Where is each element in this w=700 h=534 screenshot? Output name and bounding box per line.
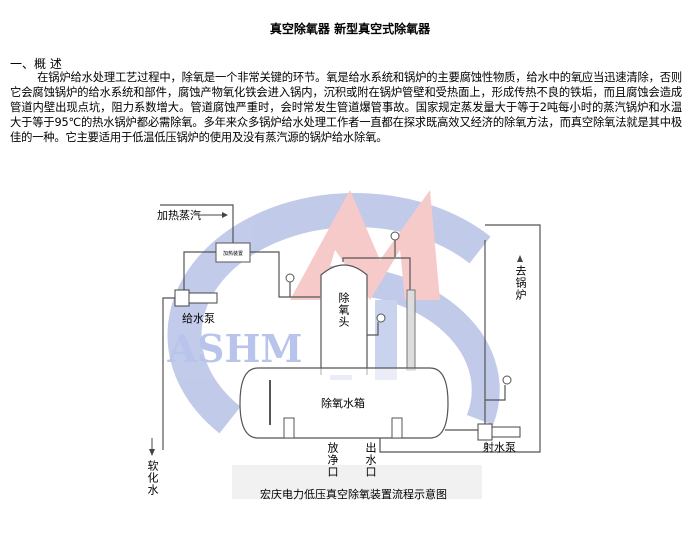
label-soft-water: 软化水 (146, 460, 159, 496)
heater-box (215, 242, 251, 263)
label-heating-steam: 加热蒸汽 (157, 208, 201, 222)
intro-paragraph: 在锅炉给水处理工艺过程中，除氧是一个非常关键的环节。氧是给水系统和锅炉的主要腐蚀… (10, 71, 682, 144)
label-deaerator-head: 除氧头 (337, 292, 350, 328)
label-drain: 放净口 (326, 442, 339, 478)
label-tank: 除氧水箱 (321, 396, 365, 410)
label-outlet: 出水口 (364, 442, 377, 478)
section-heading: 一、概 述 (10, 57, 62, 71)
label-feed-pump: 给水泵 (182, 312, 215, 325)
label-to-boiler: 去锅炉 (514, 265, 527, 301)
feed-pump-icon (174, 289, 218, 307)
steam-tube (406, 289, 416, 371)
jet-pump-icon (477, 423, 521, 441)
deaerator-head (320, 264, 368, 375)
diagram-caption: 宏庆电力低压真空除氧装置流程示意图 (260, 487, 447, 501)
page-title: 真空除氧器 新型真空式除氧器 (269, 22, 431, 36)
label-jet-pump: 射水泵 (483, 440, 516, 454)
watermark-text: ASHM (167, 326, 303, 371)
arrows (149, 212, 523, 456)
gauges (285, 231, 512, 385)
heater-label: 加热装置 (223, 250, 243, 257)
